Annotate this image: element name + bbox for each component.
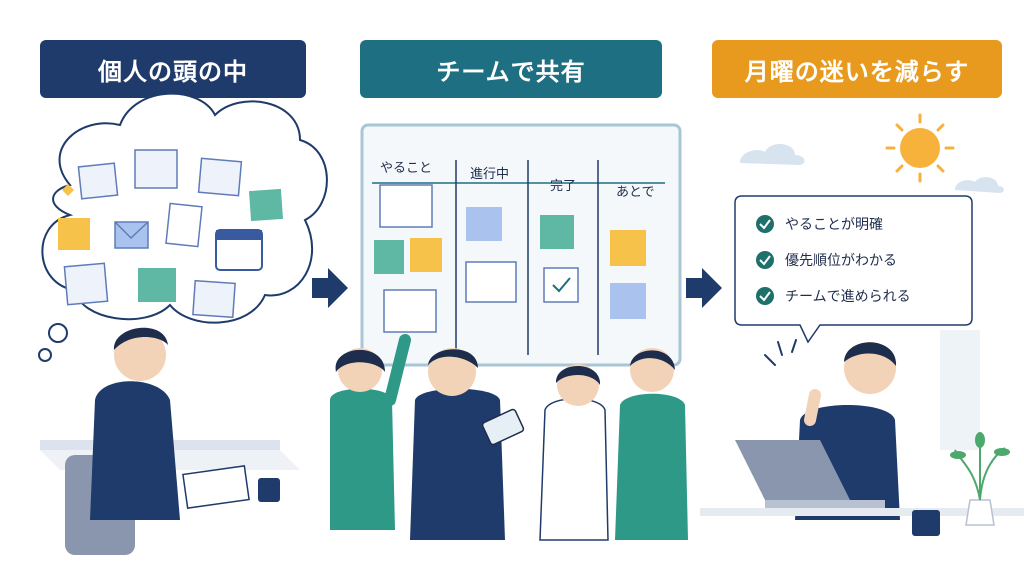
arrow-right-icon	[312, 268, 348, 308]
benefits-bubble: やることが明確 優先順位がわかる チームで進められる	[734, 195, 973, 344]
column-in-progress-label: 進行中	[470, 167, 509, 182]
banner-personal: 個人の頭の中	[40, 40, 306, 98]
arrow-right-icon	[686, 268, 722, 308]
banner-personal-label: 個人の頭の中	[98, 57, 248, 86]
thinking-person	[40, 327, 300, 555]
column-done-label: 完了	[550, 179, 576, 194]
banner-reduce-monday-label: 月曜の迷いを減らす	[744, 57, 970, 86]
cloud-icon	[740, 144, 805, 165]
working-person	[700, 330, 1024, 536]
column-later-label: あとで	[616, 185, 655, 200]
check-circle-icon	[756, 251, 774, 269]
scattered-notes	[58, 149, 284, 319]
banner-team-share: チームで共有	[360, 40, 662, 98]
cloud-icon	[955, 177, 1004, 193]
benefit-clear-tasks: やることが明確	[785, 217, 883, 233]
sun-icon	[885, 113, 955, 183]
mug-icon	[258, 478, 280, 502]
team-people	[330, 334, 688, 541]
kanban-board: やること 進行中 完了 あとで	[360, 123, 682, 367]
banner-reduce-monday: 月曜の迷いを減らす	[712, 40, 1002, 98]
plant-icon	[950, 432, 1010, 526]
column-todo-label: やること	[380, 161, 432, 176]
mug-icon	[912, 510, 940, 536]
check-circle-icon	[756, 287, 774, 305]
benefit-team-progress: チームで進められる	[785, 289, 911, 305]
banner-team-share-label: チームで共有	[436, 57, 586, 86]
benefit-priority: 優先順位がわかる	[785, 253, 897, 269]
check-circle-icon	[756, 215, 774, 233]
